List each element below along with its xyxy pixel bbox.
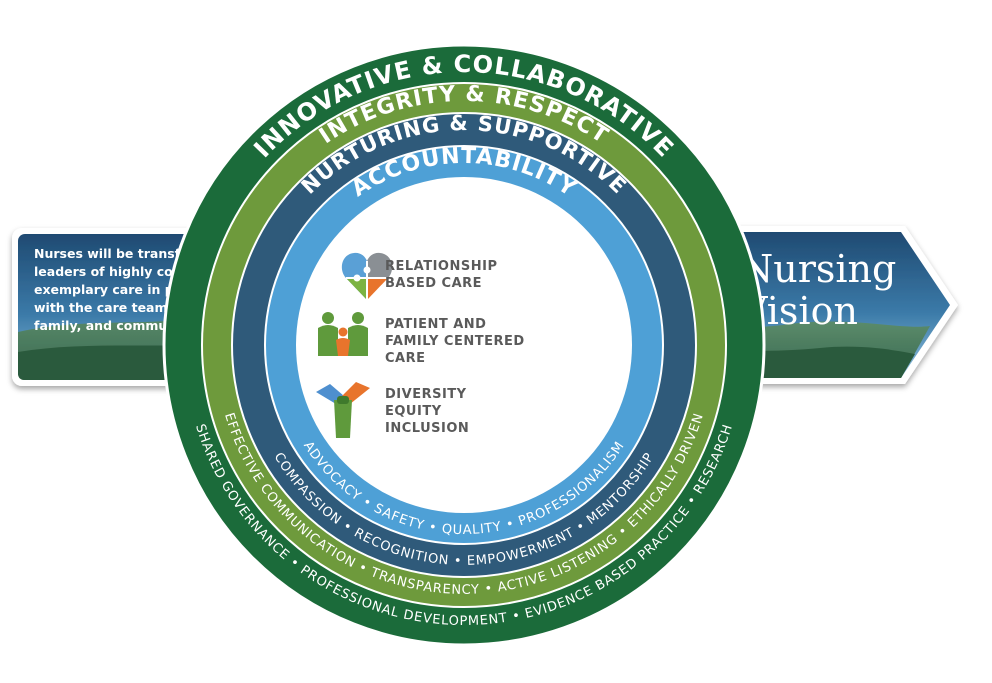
pillar-line: EQUITY xyxy=(385,404,442,419)
pillar-line: DIVERSITY xyxy=(385,387,467,402)
pillar-patient-family-centered-care: PATIENT AND FAMILY CENTERED CARE xyxy=(318,312,530,366)
svg-text:DIVERSITY EQUITY I: DIVERSITY EQUITY INCLUSION xyxy=(385,387,472,436)
pillar-line: CARE xyxy=(385,351,426,366)
value-rings xyxy=(162,43,766,647)
svg-text:PATIENT AND FAMILY CENTE: PATIENT AND FAMILY CENTERED CARE xyxy=(385,317,530,366)
svg-text:RELATIONSHIP BASED CARE: RELATIONSHIP BASED CARE xyxy=(385,259,503,291)
mission-line: family, and community. xyxy=(34,318,198,333)
pillar-line: RELATIONSHIP xyxy=(385,259,497,274)
pillar-line: INCLUSION xyxy=(385,421,469,436)
pillar-line: PATIENT AND xyxy=(385,317,486,332)
pillar-line: FAMILY CENTERED xyxy=(385,334,525,349)
vision-line: Nursing xyxy=(740,247,896,291)
clasped-hands-icon xyxy=(316,382,370,438)
pillar-diversity-equity-inclusion: DIVERSITY EQUITY INCLUSION xyxy=(316,382,472,438)
family-icon xyxy=(318,312,368,356)
pillar-relationship-based-care: RELATIONSHIP BASED CARE xyxy=(341,252,503,300)
pillar-line: BASED CARE xyxy=(385,276,482,291)
puzzle-heart-icon xyxy=(341,252,393,300)
